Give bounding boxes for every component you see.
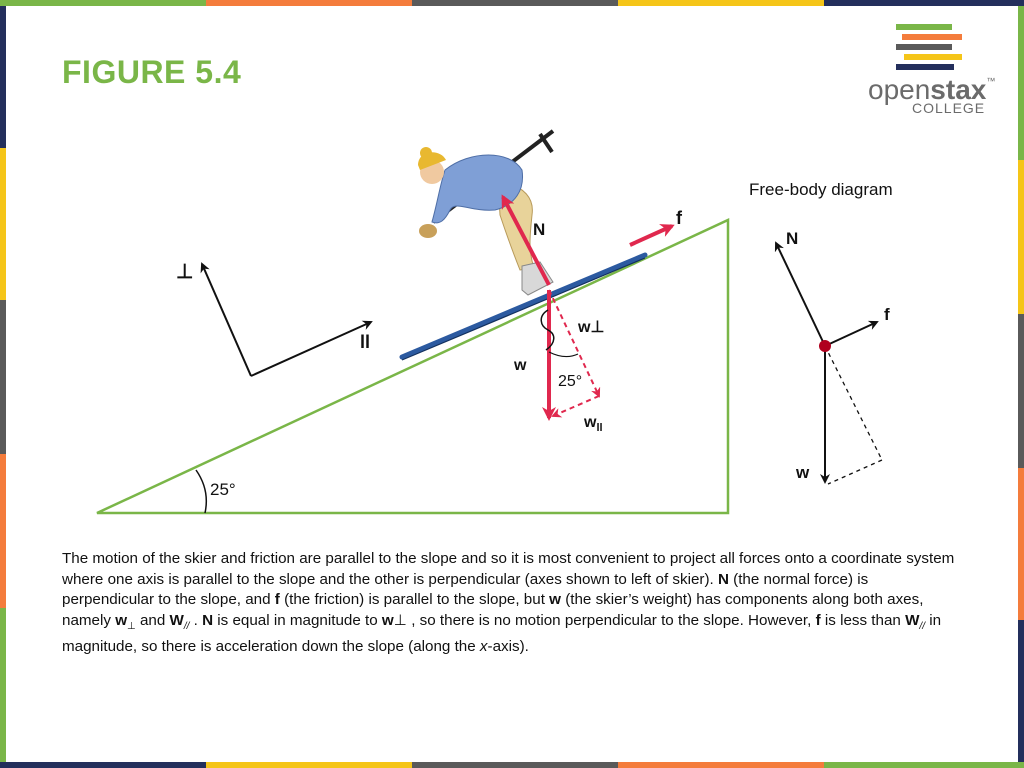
caption-W-3-sub: // [183, 620, 190, 632]
ski [399, 252, 648, 360]
logo-stripe-2 [902, 34, 962, 40]
caption-x: x [479, 638, 488, 656]
frame-left-segment-1 [0, 6, 6, 148]
friction-force-arrow [629, 224, 675, 247]
fbd-weight-label: w [795, 463, 810, 482]
caption-W-3: W [169, 611, 184, 629]
friction-force-label: f [676, 208, 683, 228]
caption-text-6: . [189, 611, 203, 629]
frame-bottom-segment-4 [618, 762, 824, 768]
logo-word-stax: stax [930, 74, 987, 105]
caption-text-4: (the skier’s weight) has components alon… [62, 591, 924, 629]
caption-text-9: is less than [820, 611, 906, 629]
ski-pole-grip [538, 132, 554, 154]
logo-wordmark: openstax™ [868, 74, 995, 106]
parallel-axis-arrow [250, 320, 373, 377]
fbd-title: Free-body diagram [749, 180, 893, 199]
caption-text-7: is equal in magnitude to [213, 611, 382, 629]
caption-W-5-sub: // [919, 620, 925, 632]
frame-top-segment-5 [824, 0, 1024, 6]
frame-left-segment-5 [0, 608, 6, 762]
weight-parallel-component [551, 395, 600, 418]
weight-parallel-label: wll [583, 414, 603, 434]
frame-bottom-segment-2 [206, 762, 412, 768]
fbd-friction-arrow [824, 320, 879, 347]
force-angle-arc [548, 351, 579, 358]
caption-text-10: in magnitude, so there is acceleration d… [62, 611, 942, 656]
weight-perpendicular-label: w⊥ [577, 319, 604, 336]
weight-perpendicular-component [548, 289, 601, 398]
caption-N-2: N [202, 611, 214, 629]
fbd-friction-label: f [884, 305, 890, 324]
frame-top-segment-2 [206, 0, 412, 6]
fbd-normal-label: N [786, 229, 798, 248]
caption-N-1: N [717, 570, 729, 588]
logo-college: COLLEGE [912, 100, 986, 116]
skier-jacket [431, 154, 524, 224]
frame-right-segment-3 [1018, 314, 1024, 468]
frame-right-segment-2 [1018, 160, 1024, 314]
caption-w-2-sub: ⊥ [127, 620, 136, 632]
caption-text-3: (the friction) is parallel to the slope,… [279, 591, 550, 609]
ski-edge [401, 257, 646, 361]
slide-title: FIGURE 5.4 [62, 54, 242, 90]
slope-triangle [96, 218, 730, 515]
fbd-weight-par-dashed [827, 459, 883, 485]
logo-stripe-4 [904, 54, 962, 60]
caption-w-2: w [115, 611, 128, 629]
frame-right-segment-4 [1018, 468, 1024, 620]
slope-curl-mark [540, 309, 555, 351]
caption-W-5: W [905, 611, 920, 629]
logo-word-open: open [868, 74, 931, 105]
fbd-weight-perp-dashed [824, 345, 883, 461]
fbd-normal-arrow [774, 241, 826, 347]
caption-text-5: and [135, 611, 170, 629]
frame-left-segment-4 [0, 454, 6, 608]
frame-top-segment-1 [0, 0, 206, 6]
slope-angle-label: 25° [210, 480, 236, 499]
frame-top-segment-3 [412, 0, 618, 6]
slope-angle-arc [195, 469, 208, 514]
frame-right-segment-5 [1018, 620, 1024, 762]
caption-text-1: The motion of the skier and friction are… [62, 550, 955, 588]
caption-text-8: ⊥ , so there is no motion perpendicular … [393, 611, 816, 629]
figure-caption: The motion of the skier and friction are… [62, 549, 962, 658]
frame-right-segment-1 [1018, 6, 1024, 160]
logo-stripe-1 [896, 24, 952, 30]
skier [418, 129, 555, 296]
skier-glove [419, 224, 437, 238]
weight-force-label: w [513, 357, 527, 374]
frame-bottom-segment-5 [824, 762, 1024, 768]
frame-left-segment-2 [0, 148, 6, 300]
frame-top-segment-4 [618, 0, 824, 6]
weight-parallel-label-sub: ll [596, 422, 602, 434]
caption-text-11: -axis). [487, 638, 529, 656]
fbd-center-dot [819, 340, 831, 352]
skier-hat-pompom [420, 147, 432, 159]
caption-text-2: (the normal force) is perpendicular to t… [62, 570, 869, 609]
normal-force-arrow [501, 194, 551, 286]
logo-trademark: ™ [986, 76, 996, 86]
caption-w-1: w [549, 591, 561, 609]
openstax-logo: openstax™ COLLEGE [866, 24, 996, 116]
perpendicular-axis-arrow [200, 262, 252, 377]
caption-w-4: w [381, 611, 394, 629]
perpendicular-axis-label: ⊥ [176, 261, 193, 283]
logo-stripe-3 [896, 44, 952, 50]
frame-left-segment-3 [0, 300, 6, 454]
frame-bottom-segment-1 [0, 762, 206, 768]
normal-force-label: N [533, 220, 545, 239]
force-angle-label: 25° [558, 373, 582, 390]
parallel-axis-label: ll [360, 332, 370, 352]
weight-parallel-label-base: w [583, 414, 597, 431]
caption-f-1: f [274, 591, 280, 609]
frame-bottom-segment-3 [412, 762, 618, 768]
logo-stripe-5 [896, 64, 954, 70]
caption-f-2: f [815, 611, 821, 629]
